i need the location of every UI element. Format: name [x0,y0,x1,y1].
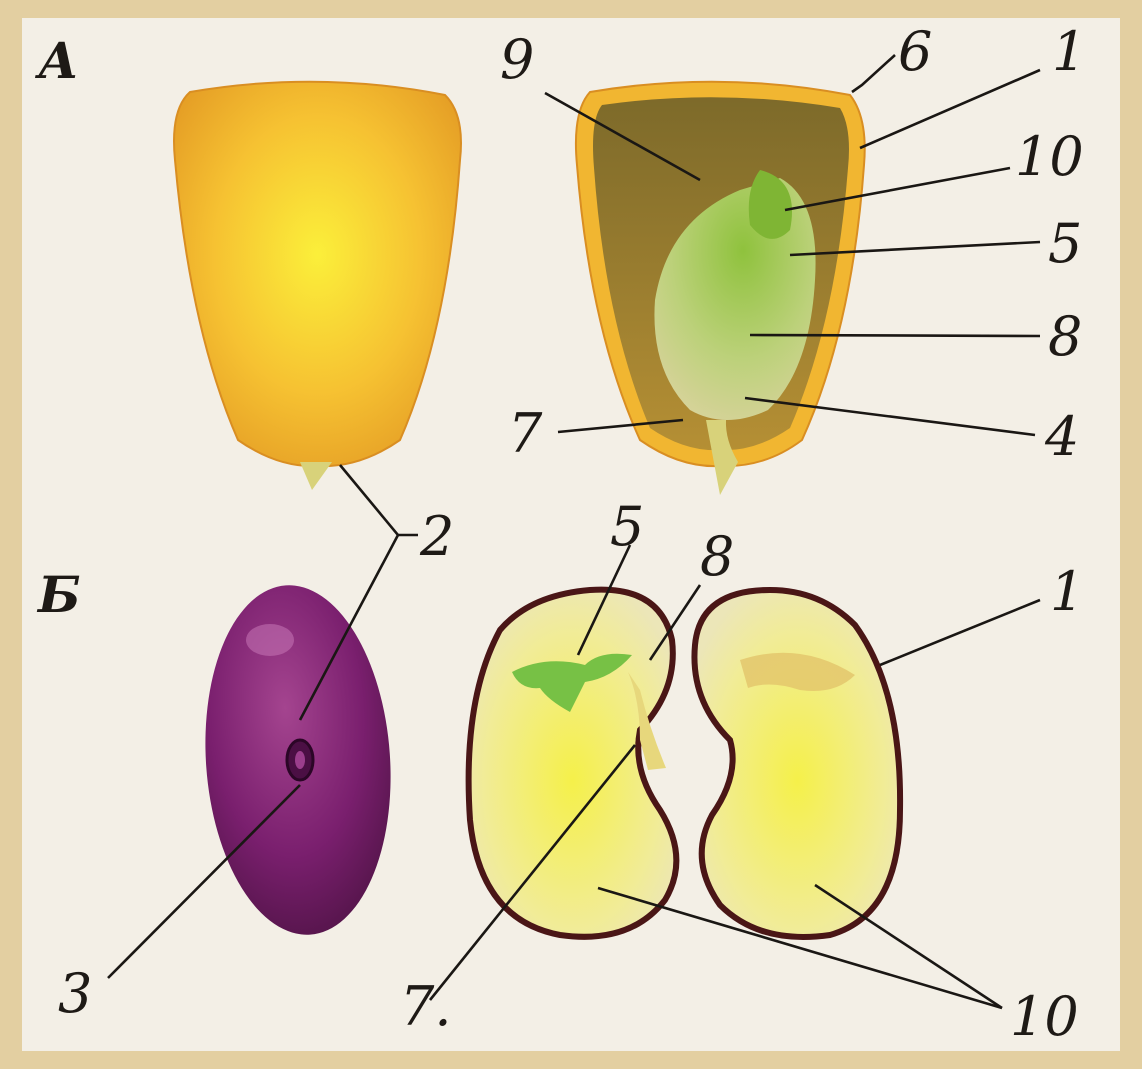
label-5-corn: 5 [1048,212,1082,275]
label-10-corn: 10 [1015,125,1084,188]
label-8-bean: 8 [700,525,734,588]
section-label-b: Б [36,565,81,624]
label-1-bean: 1 [1050,560,1084,623]
label-4: 4 [1044,405,1079,468]
label-2: 2 [419,505,454,568]
label-7-bean: 7. [400,975,452,1038]
bean-seed-whole [194,579,402,941]
label-3: 3 [58,962,92,1025]
label-1-corn: 1 [1052,20,1086,83]
corn-kernel-whole [174,82,461,490]
bean-seed-opened [469,590,900,937]
label-5-bean: 5 [610,495,644,558]
label-10-bean: 10 [1010,985,1079,1048]
label-8-corn: 8 [1048,305,1082,368]
label-6: 6 [898,20,932,83]
label-7-corn: 7 [508,402,543,465]
label-9: 9 [500,28,534,91]
corn-kernel-section [576,82,865,495]
section-label-a: А [34,31,79,90]
